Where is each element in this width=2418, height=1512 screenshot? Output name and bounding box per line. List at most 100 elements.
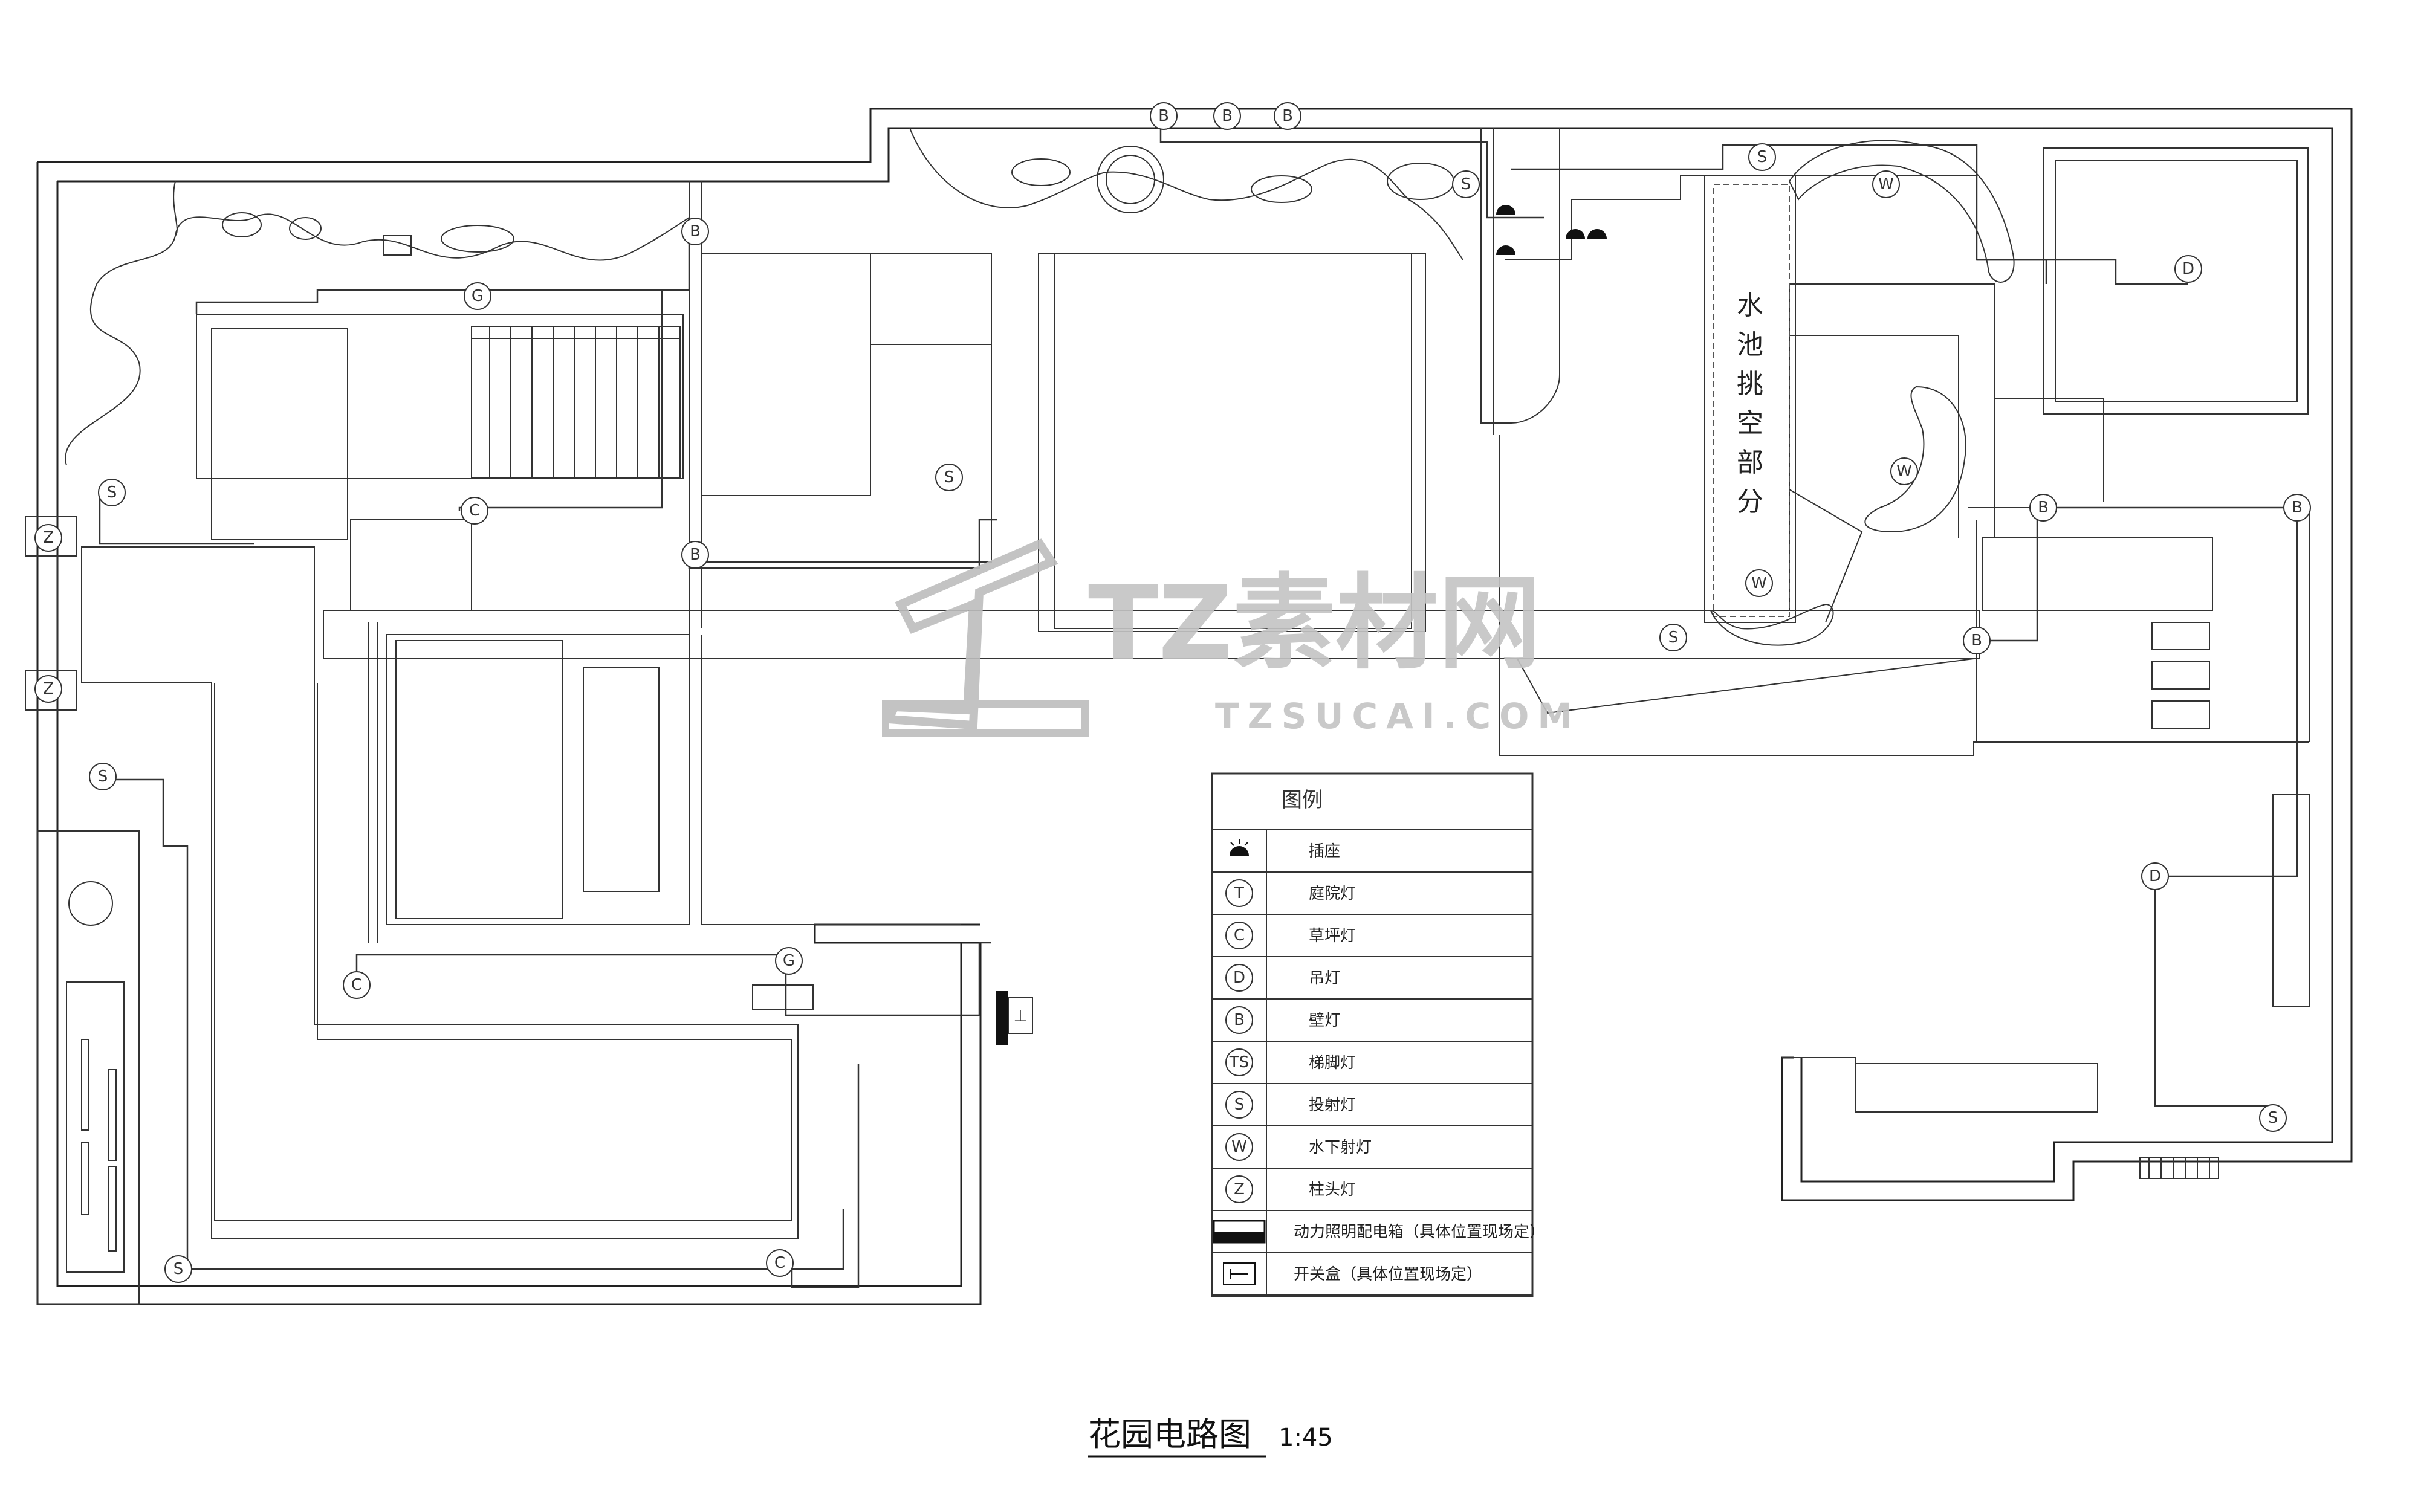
watermark: TZ素材网 TZSUCAI.COM [882, 538, 1572, 737]
fixture-b-symbol: B [1963, 627, 1991, 654]
legend-row: D 吊灯 [1212, 964, 1532, 1000]
legend-z-icon: Z [1225, 1175, 1253, 1203]
legend-symbol-letter: Z [1234, 1180, 1245, 1198]
fixture-letter: B [1282, 107, 1293, 125]
legend-label: 草坪灯 [1309, 927, 1356, 945]
legend-row: S 投射灯 [1212, 1091, 1532, 1126]
fixture-letter: G [783, 952, 795, 970]
fixture-letter: C [469, 502, 480, 520]
legend-label: 吊灯 [1309, 969, 1340, 987]
legend-row: TS 梯脚灯 [1212, 1048, 1532, 1084]
legend-label: 水下射灯 [1309, 1139, 1372, 1157]
fixture-letter: W [1878, 175, 1894, 193]
legend-label: 投射灯 [1309, 1096, 1356, 1114]
fixture-letter: S [944, 468, 955, 486]
fixture-b-symbol: B [1150, 102, 1178, 130]
legend-socket-icon [1230, 839, 1249, 856]
fixture-letter: B [690, 222, 701, 241]
legend-row: Z 柱头灯 [1212, 1175, 1532, 1211]
fixture-s-symbol: S [89, 763, 117, 790]
fixture-g-symbol: G [464, 282, 491, 310]
legend-label: 梯脚灯 [1309, 1054, 1356, 1072]
legend-switch-icon [1223, 1262, 1256, 1285]
legend-label: 开关盒（具体位置现场定） [1294, 1265, 1482, 1284]
site-boundary [36, 108, 2353, 1305]
wiring [99, 116, 2298, 1288]
legend-rows: 插座 T 庭院灯 C 草坪灯 D 吊灯 B 壁灯 TS 梯脚灯 S 投射灯 W 水下射灯 Z 柱头灯动力照明配电… [1212, 839, 1545, 1296]
legend-symbol-letter: TS [1229, 1053, 1249, 1071]
fixture-letter: C [774, 1254, 785, 1272]
fixture-letter: B [2038, 499, 2049, 517]
legend-row: 插座 [1212, 839, 1532, 873]
fixture-c-symbol: C [343, 971, 371, 999]
drawing-title: 花园电路图 [1088, 1415, 1251, 1453]
fixture-letter: B [1158, 107, 1169, 125]
legend-symbol-letter: C [1234, 926, 1245, 945]
pool-outline [1704, 175, 1863, 623]
legend-row: B 壁灯 [1212, 1006, 1532, 1042]
fixture-z-symbol: Z [34, 675, 62, 703]
fixture-b-symbol: B [2283, 494, 2311, 522]
legend-label: 庭院灯 [1309, 885, 1356, 903]
planting-bed-top-left [65, 181, 690, 540]
legend-header: 图例 [1282, 788, 1323, 812]
legend-row: W 水下射灯 [1212, 1133, 1532, 1169]
legend-b-icon: B [1225, 1006, 1253, 1034]
legend-ts-icon: TS [1225, 1048, 1253, 1076]
fixture-c-symbol: C [766, 1249, 794, 1277]
panel-switch-symbol: ⊥ [1014, 1007, 1028, 1026]
legend-label: 动力照明配电箱（具体位置现场定） [1294, 1223, 1545, 1241]
lawn-area [81, 546, 814, 1239]
legend-symbol-letter: S [1234, 1096, 1245, 1114]
fixture-s-symbol: S [98, 479, 126, 506]
fixture-w-symbol: W [1890, 457, 1918, 485]
legend-panel-icon [1213, 1220, 1266, 1244]
planting-bed-top-middle [909, 128, 1463, 260]
fixture-letter: C [351, 976, 362, 994]
fixture-letter: Z [43, 529, 54, 547]
stairs [471, 326, 681, 478]
legend-w-icon: W [1225, 1133, 1253, 1161]
fixture-letter: B [1971, 632, 1982, 650]
legend-row: 开关盒（具体位置现场定） [1212, 1262, 1532, 1296]
legend-symbol-letter: W [1231, 1138, 1247, 1156]
right-courtyard [1480, 128, 2310, 1179]
fixture-b-symbol: B [681, 541, 709, 569]
fixture-letter: D [2149, 867, 2161, 885]
fixture-b-symbol: B [1213, 102, 1241, 130]
fixture-letter: S [1757, 148, 1768, 166]
fixture-b-symbol: B [1274, 102, 1301, 130]
fixture-s-symbol: S [1748, 143, 1776, 171]
fixture-letter: G [472, 287, 484, 305]
fixture-b-symbol: B [2029, 494, 2057, 522]
fixture-letter: S [2268, 1109, 2278, 1127]
central-rooms [323, 181, 1980, 943]
legend-d-icon: D [1225, 964, 1253, 992]
fixture-c-symbol: C [461, 497, 488, 525]
fixture-s-symbol: S [164, 1255, 192, 1283]
fixture-s-symbol: S [1659, 624, 1687, 651]
fixture-letter: W [1751, 574, 1767, 592]
fixture-s-symbol: S [2259, 1104, 2287, 1132]
legend-label: 壁灯 [1309, 1012, 1340, 1030]
legend-c-icon: C [1225, 922, 1253, 949]
fixture-d-symbol: D [2141, 862, 2169, 890]
fixture-s-symbol: S [935, 464, 963, 491]
legend-symbol-letter: T [1234, 884, 1244, 902]
fixture-letter: W [1896, 462, 1912, 480]
watermark-brand: TZ素材网 [1088, 564, 1541, 683]
legend-label: 柱头灯 [1309, 1181, 1356, 1199]
rocks [1710, 140, 2015, 646]
legend-row: 动力照明配电箱（具体位置现场定） [1212, 1220, 1545, 1253]
left-garden [25, 516, 140, 1305]
fixture-letter: S [1461, 175, 1471, 193]
fixture-letter: S [107, 483, 117, 502]
fixture-d-symbol: D [2174, 255, 2202, 283]
legend-label: 插座 [1309, 842, 1340, 861]
fixture-letter: S [173, 1260, 184, 1278]
legend-t-icon: T [1225, 879, 1253, 907]
distribution-panel: ⊥ [996, 991, 1033, 1045]
fixture-b-symbol: B [681, 218, 709, 245]
legend-row: C 草坪灯 [1212, 922, 1532, 957]
